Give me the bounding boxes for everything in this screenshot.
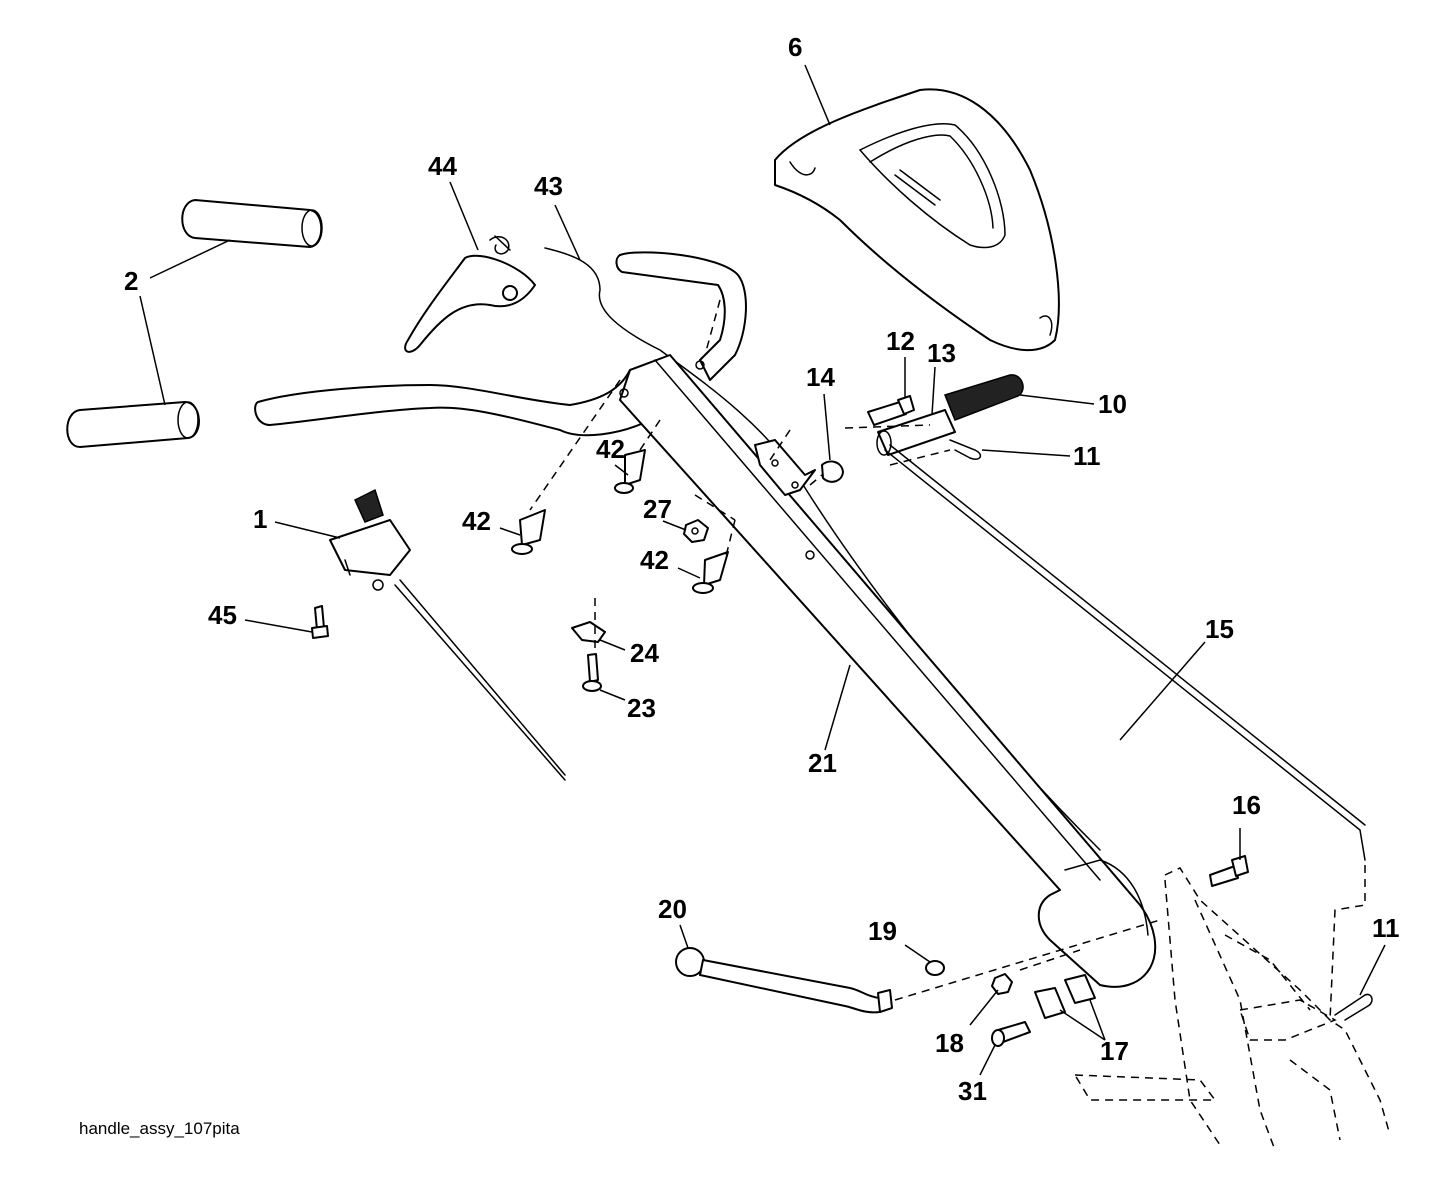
callout-20: 20 — [658, 894, 687, 924]
callout-42-b: 42 — [462, 506, 491, 536]
assembly-guides — [529, 299, 1366, 1021]
callout-45: 45 — [208, 600, 237, 630]
callout-16: 16 — [1232, 790, 1261, 820]
callout-42-a: 42 — [596, 434, 625, 464]
callout-12: 12 — [886, 326, 915, 356]
callout-1: 1 — [253, 504, 267, 534]
callout-14: 14 — [806, 362, 835, 392]
part-13-shift-rod-sleeve — [876, 409, 956, 456]
part-42-screw-b — [511, 509, 546, 555]
callout-43: 43 — [534, 171, 563, 201]
callout-17: 17 — [1100, 1036, 1129, 1066]
callout-2: 2 — [124, 266, 138, 296]
leader-lines — [139, 64, 1386, 1076]
callout-10: 10 — [1098, 389, 1127, 419]
callout-13: 13 — [927, 338, 956, 368]
part-14-spacer — [821, 460, 844, 483]
part-19-washer — [925, 960, 945, 976]
callout-27: 27 — [643, 494, 672, 524]
part-27-nut — [683, 519, 709, 543]
part-44-control-lever — [404, 235, 536, 353]
part-10-shift-knob — [944, 374, 1024, 421]
part-20-shift-lever — [675, 947, 893, 1014]
callout-44: 44 — [428, 151, 457, 181]
part-6-handle-cover — [774, 88, 1060, 352]
callout-18: 18 — [935, 1028, 964, 1058]
part-42-screw-c — [692, 551, 729, 594]
part-12-bolt — [867, 395, 915, 426]
diagram-caption: handle_assy_107pita — [79, 1119, 240, 1138]
part-42-screw-a — [614, 449, 646, 494]
part-11-hairpin-upper — [949, 439, 982, 460]
part-1-throttle-bracket — [329, 488, 566, 781]
callout-11-lower: 11 — [1372, 913, 1400, 943]
callout-11-upper: 11 — [1073, 441, 1101, 471]
tiller-frame-ghost — [1073, 867, 1391, 1151]
callout-31: 31 — [958, 1076, 987, 1106]
part-2-upper-grip — [181, 199, 323, 248]
part-11-hairpin-lower — [1334, 993, 1373, 1021]
callout-24: 24 — [630, 638, 659, 668]
part-2-lower-grip — [66, 401, 200, 448]
callout-15: 15 — [1205, 614, 1234, 644]
callout-labels: 6 44 43 2 12 13 14 10 11 42 27 1 42 42 4… — [124, 32, 1400, 1106]
callout-21: 21 — [808, 748, 837, 778]
part-18-nut — [991, 973, 1013, 995]
part-15-shift-rod — [884, 449, 1366, 861]
callout-6: 6 — [788, 32, 802, 62]
part-24-clip — [571, 621, 606, 643]
part-16-bolt — [1209, 855, 1249, 887]
part-21-handle-tube — [254, 251, 1157, 988]
part-31-bolt — [991, 1021, 1031, 1047]
part-23-bolt — [582, 653, 602, 692]
part-17-blocks — [1034, 974, 1096, 1019]
part-45-bolt — [311, 605, 329, 639]
callout-23: 23 — [627, 693, 656, 723]
callout-19: 19 — [868, 916, 897, 946]
callout-42-c: 42 — [640, 545, 669, 575]
